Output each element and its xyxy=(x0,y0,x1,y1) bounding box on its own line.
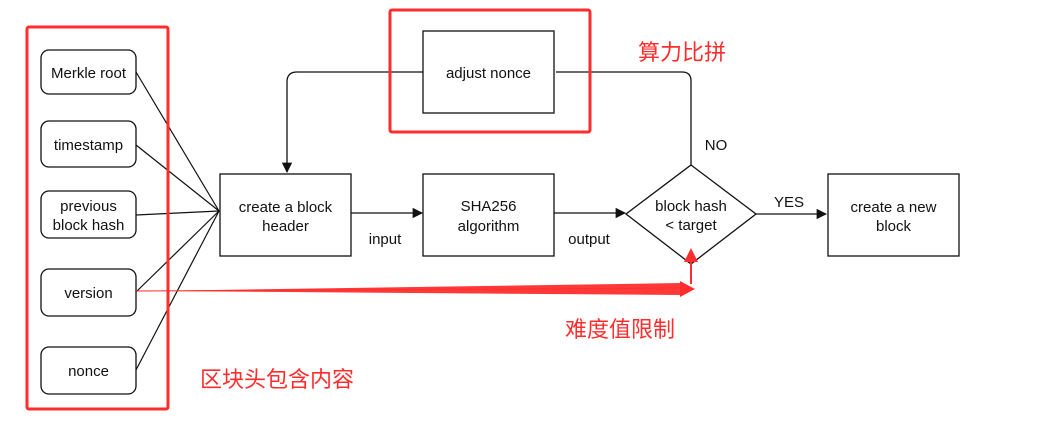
difficulty-arrow xyxy=(135,248,698,297)
no-label: NO xyxy=(705,137,728,154)
output-label: output xyxy=(568,231,611,248)
header-contents-highlight xyxy=(25,25,170,411)
header-contents-annotation: 区块头包含内容 xyxy=(200,368,354,393)
header-field-label: previous xyxy=(60,198,117,215)
header-field-label: Merkle root xyxy=(51,65,127,82)
header-field-label: version xyxy=(64,285,112,302)
difficulty-annotation: 难度值限制 xyxy=(565,318,675,343)
edge-no xyxy=(556,71,692,165)
decision-label: block hash xyxy=(655,198,727,215)
field-connectors xyxy=(135,71,220,371)
adjust-nonce-node: adjust nonce xyxy=(422,30,555,114)
create-header-label: create a block xyxy=(239,199,333,216)
header-field: version xyxy=(40,268,137,317)
header-field: timestamp xyxy=(40,120,137,168)
sha256-label: SHA256 xyxy=(461,198,517,215)
header-field-label: timestamp xyxy=(54,137,123,154)
input-label: input xyxy=(369,231,402,248)
hash-power-annotation: 算力比拼 xyxy=(638,41,726,66)
hash-power-highlight xyxy=(388,8,592,134)
adjust-nonce-label: adjust nonce xyxy=(446,65,531,82)
header-field: nonce xyxy=(40,346,137,395)
header-field-label: block hash xyxy=(53,217,125,234)
create-header-node: create a block header xyxy=(219,173,352,257)
yes-label: YES xyxy=(774,194,804,211)
create-block-label: block xyxy=(876,218,912,235)
sha256-node: SHA256 algorithm xyxy=(422,173,555,257)
header-field: previous block hash xyxy=(40,190,137,239)
decision-node: block hash < target xyxy=(624,164,758,265)
edge-retry xyxy=(281,71,423,174)
sha256-label: algorithm xyxy=(458,218,520,235)
create-block-label: create a new xyxy=(851,199,937,216)
header-field: Merkle root xyxy=(40,49,137,95)
header-field-label: nonce xyxy=(68,363,109,380)
decision-label: < target xyxy=(665,217,717,234)
create-block-node: create a new block xyxy=(827,173,960,257)
create-header-label: header xyxy=(262,218,309,235)
